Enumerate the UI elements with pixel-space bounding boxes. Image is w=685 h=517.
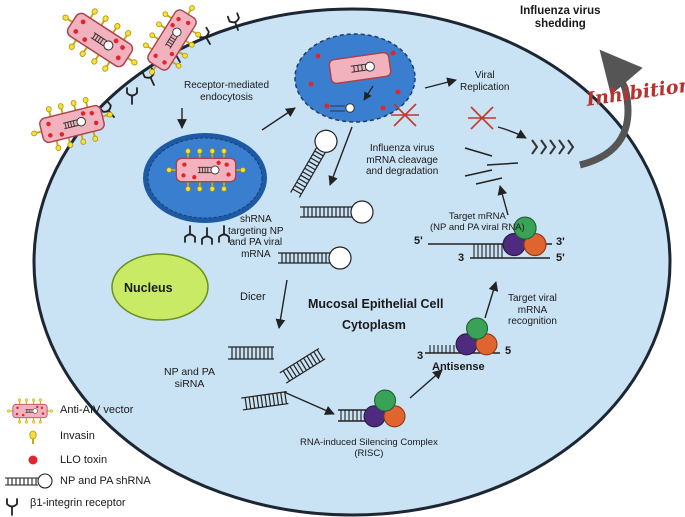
risc-bottom xyxy=(338,389,406,428)
llo-toxin-icon xyxy=(28,455,38,465)
legend-shrna: NP and PA shRNA xyxy=(60,475,151,487)
five-prime-label: 5' xyxy=(414,235,423,247)
antisense-5-label: 5 xyxy=(505,345,512,357)
mrna-fragments xyxy=(464,147,519,185)
legend-icons xyxy=(5,398,54,516)
five-prime-label-2: 5' xyxy=(556,252,565,264)
shrna-icon xyxy=(5,473,53,489)
risc-target xyxy=(428,216,552,259)
legend-anti-aiv-vector: Anti-AIV vector xyxy=(60,404,134,416)
legend-invasin: Invasin xyxy=(60,430,95,442)
shedding-arrow xyxy=(579,49,643,169)
antisense-3-label: 3 xyxy=(417,350,424,362)
lysed-vector xyxy=(328,51,392,85)
risc-antisense xyxy=(425,317,500,356)
three-label: 3 xyxy=(458,252,465,264)
dicer-label: Dicer xyxy=(240,291,266,303)
pathway-arrows xyxy=(177,77,527,415)
new-virions xyxy=(531,139,575,155)
legend-integrin-receptor: β1-integrin receptor xyxy=(30,497,126,509)
three-prime-label: 3' xyxy=(556,236,565,248)
cell-label: Mucosal Epithelial Cell xyxy=(308,297,444,311)
cytoplasm-label: Cytoplasm xyxy=(342,318,406,332)
legend-llo-toxin: LLO toxin xyxy=(60,454,108,466)
antisense-label: Antisense xyxy=(432,361,485,373)
target-mrna-label: Target mRNA(NP and PA viral RNA) xyxy=(430,211,525,233)
anti-aiv-vector-icon xyxy=(6,398,54,424)
nucleus-label: Nucleus xyxy=(124,281,173,295)
invasin-icon xyxy=(29,430,37,444)
nucleus xyxy=(111,253,209,321)
integrin-receptor-icon xyxy=(6,498,18,516)
risc-label: RNA-induced Silencing Complex(RISC) xyxy=(300,437,438,459)
